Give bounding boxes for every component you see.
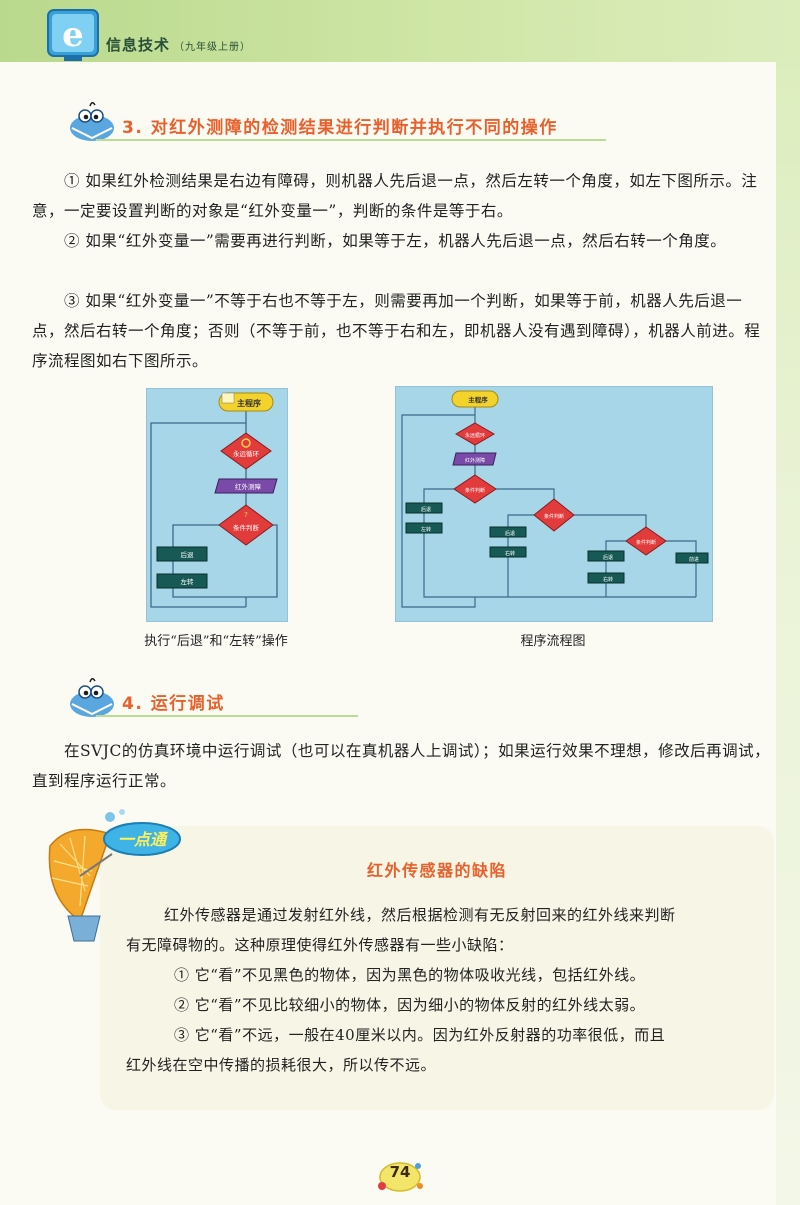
figure-left-caption: 执行“后退”和“左转”操作 (144, 634, 288, 649)
paragraph-1: ① 如果红外检测结果是右边有障碍，则机器人先后退一点，然后左转一个角度，如左下图… (32, 172, 758, 220)
tip-badge: 一点通 (103, 809, 181, 856)
tip-line-2: 有无障碍物的。这种原理使得红外传感器有一些小缺陷： (126, 936, 514, 954)
mascot-icon (70, 678, 114, 717)
flow-start-label: 主程序 (237, 398, 261, 408)
tip-body: 红外传感器是通过发射红外线，然后根据检测有无反射回来的红外线来判断 有无障碍物的… (126, 900, 746, 1080)
svg-text:?: ? (244, 511, 248, 519)
flow2-start-label: 主程序 (468, 395, 488, 404)
tip-line-3: ① 它“看”不见黑色的物体，因为黑色的物体吸收光线，包括红外线。 (174, 966, 646, 984)
section-3-heading: 3. 对红外测障的检测结果进行判断并执行不同的操作 (66, 100, 606, 144)
flow2-ir-label: 红外测障 (465, 457, 485, 464)
flow2-right1-label: 右转 (505, 550, 515, 557)
page-header: e 信息技术（九年级上册） (0, 0, 800, 62)
flow-left-label: 左转 (181, 577, 195, 586)
flow-ir-label: 红外测障 (235, 482, 262, 491)
flow2-back1-label: 后退 (421, 506, 431, 513)
page-edge-stripe (776, 62, 800, 1205)
flow2-cond2-label: 条件判断 (544, 513, 564, 520)
flow2-forward-label: 前进 (689, 556, 699, 563)
tip-line-5: ③ 它“看”不远，一般在40厘米以内。因为红外反射器的功率很低，而且 (174, 1026, 666, 1044)
tip-badge-label: 一点通 (118, 830, 169, 849)
flow2-cond1-label: 条件判断 (465, 487, 485, 494)
section-4-heading: 4. 运行调试 (66, 676, 606, 720)
section-3-title: 3. 对红外测障的检测结果进行判断并执行不同的操作 (122, 118, 558, 138)
mascot-icon (70, 102, 114, 141)
ie-logo-icon: e (47, 9, 99, 61)
flowchart-right: 主程序 永远循环 红外测障 条件判断 条件判断 条件判断 后退 左转 后退 右转… (395, 386, 713, 622)
book-title: 信息技术（九年级上册） (106, 36, 252, 54)
paragraph-3: ③ 如果“红外变量一”不等于右也不等于左，则需要再加一个判断，如果等于前，机器人… (32, 292, 761, 370)
flow-loop-label: 永远循环 (233, 449, 260, 458)
section-divider (96, 715, 358, 717)
flowchart-left: 主程序 永远循环 红外测障 ? 条件判断 后退 左转 (146, 388, 288, 622)
tip-box (100, 826, 774, 1110)
figure-right-caption: 程序流程图 (520, 634, 586, 649)
svg-text:e: e (62, 15, 84, 55)
tip-line-6: 红外线在空中传播的损耗很大，所以传不远。 (126, 1056, 437, 1074)
flow2-loop-label: 永远循环 (465, 432, 485, 439)
page-number: 74 (374, 1158, 426, 1192)
paragraph-4: 在SVJC的仿真环境中运行调试（也可以在真机器人上调试）；如果运行效果不理想，修… (32, 742, 771, 790)
section-4-title: 4. 运行调试 (122, 694, 225, 714)
paragraph-2: ② 如果“红外变量一”需要再进行判断，如果等于左，机器人先后退一点，然后右转一个… (64, 232, 727, 250)
section-divider (96, 139, 606, 141)
flow-back-label: 后退 (181, 550, 195, 559)
flow2-cond3-label: 条件判断 (636, 539, 656, 546)
flow2-right2-label: 右转 (603, 576, 613, 583)
tip-line-4: ② 它“看”不见比较细小的物体，因为细小的物体反射的红外线太弱。 (174, 996, 646, 1014)
tip-line-1: 红外传感器是通过发射红外线，然后根据检测有无反射回来的红外线来判断 (164, 906, 676, 924)
satellite-dish-icon (48, 828, 113, 942)
page-number-badge-icon (378, 1162, 423, 1192)
tip-title: 红外传感器的缺陷 (366, 861, 507, 880)
flow2-back3-label: 后退 (603, 554, 613, 561)
flow-cond-label: 条件判断 (233, 523, 260, 532)
flow2-left-label: 左转 (421, 526, 431, 533)
flow2-back2-label: 后退 (505, 530, 515, 537)
